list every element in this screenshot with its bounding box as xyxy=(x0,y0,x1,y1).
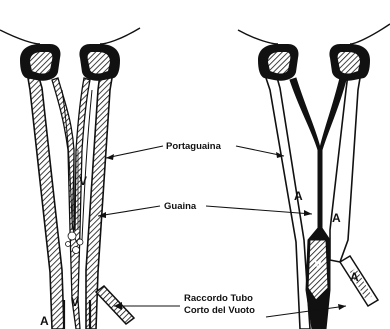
label-raccordo-line2: Corto del Vuoto xyxy=(184,305,255,316)
label-portaguaina: Portaguaina xyxy=(166,141,222,152)
zone-v-right-inner: V xyxy=(314,257,322,271)
label-guaina: Guaina xyxy=(164,201,197,212)
left-teatcup xyxy=(0,28,140,329)
left-short-tube xyxy=(96,286,134,324)
label-raccordo-line1: Raccordo Tubo xyxy=(184,293,253,304)
zone-a-left-bottom: A xyxy=(40,314,49,328)
zone-v-left-inner: V xyxy=(79,174,87,188)
left-shell-left-wall xyxy=(28,74,64,329)
zone-v-left-bottom: V xyxy=(71,295,79,309)
zone-a-right-bottom: A xyxy=(350,270,359,284)
right-teatcup xyxy=(238,24,390,329)
zone-a-right-left: A xyxy=(294,189,303,203)
zone-a-right-right: A xyxy=(332,211,341,225)
